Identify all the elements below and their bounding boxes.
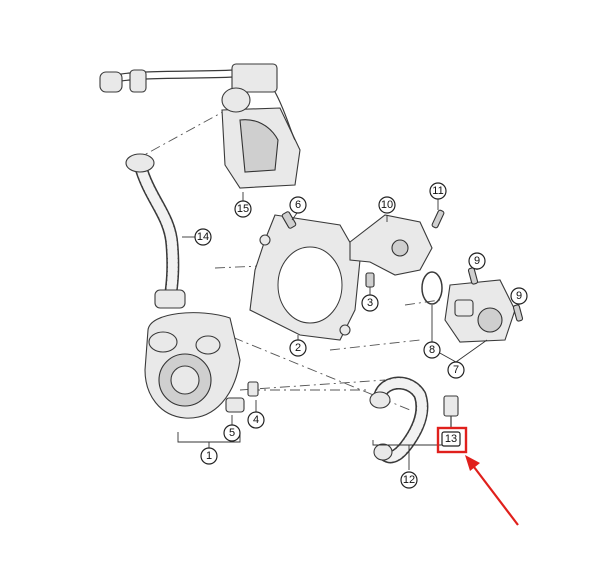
callout-6: 6 (289, 196, 307, 214)
part-2-bracket-plate (249, 214, 361, 341)
part-11-bolt (431, 209, 445, 229)
callout-12-label: 12 (403, 474, 415, 486)
callout-9-lower-label: 9 (516, 290, 522, 302)
callout-11: 11 (429, 182, 447, 200)
part-12-lower-hose (369, 376, 429, 464)
callout-8: 8 (423, 341, 441, 359)
callout-14: 14 (194, 228, 212, 246)
callout-6-label: 6 (295, 199, 301, 211)
callout-4: 4 (247, 411, 265, 429)
part-8-o-ring (421, 271, 443, 305)
callout-13-label: 13 (445, 433, 457, 445)
callout-2-label: 2 (295, 342, 301, 354)
part-9-bolts (467, 267, 524, 322)
part-10-bracket (349, 214, 433, 276)
part-1-pump-assembly (144, 312, 259, 419)
callout-1: 1 (200, 447, 218, 465)
callout-8-label: 8 (429, 344, 435, 356)
callout-2: 2 (289, 339, 307, 357)
part-6-bolt (281, 211, 297, 229)
callout-15: 15 (234, 200, 252, 218)
part-13-connector (443, 395, 459, 428)
callout-5-label: 5 (229, 427, 235, 439)
callout-9-upper: 9 (468, 252, 486, 270)
callout-12: 12 (400, 471, 418, 489)
callout-14-label: 14 (197, 231, 209, 243)
callout-7: 7 (447, 361, 465, 379)
red-arrow-icon (465, 455, 519, 526)
callout-5: 5 (223, 424, 241, 442)
callout-13: 13 (441, 431, 461, 447)
highlight-box (436, 426, 468, 454)
callout-4-label: 4 (253, 414, 259, 426)
callout-9-lower: 9 (510, 287, 528, 305)
part-3-bolt (365, 272, 375, 288)
callout-3-label: 3 (367, 297, 373, 309)
callout-15-label: 15 (237, 203, 249, 215)
callout-11-label: 11 (432, 185, 443, 197)
callout-1-label: 1 (206, 450, 212, 462)
part-15-upper-assembly (99, 63, 301, 189)
callout-10-label: 10 (381, 199, 393, 211)
callout-10: 10 (378, 196, 396, 214)
callout-7-label: 7 (453, 364, 459, 376)
part-14-corrugated-hose (125, 153, 186, 309)
callout-9-upper-label: 9 (474, 255, 480, 267)
callout-3: 3 (361, 294, 379, 312)
part-7-valve-assembly (444, 279, 516, 343)
